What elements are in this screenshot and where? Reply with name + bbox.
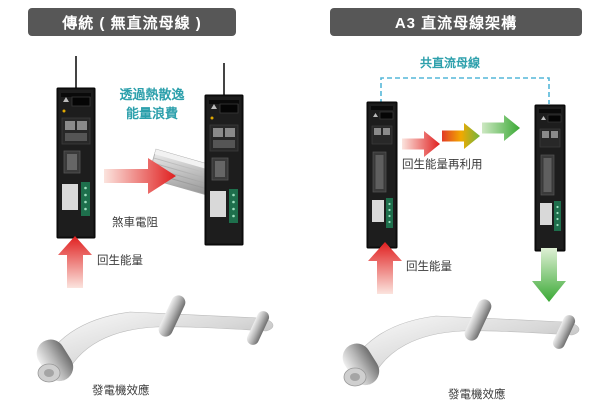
servo-drive-right-a	[366, 101, 398, 249]
panel-traditional: 傳統 ( 無直流母線 )	[0, 0, 300, 403]
brake-resistor-label: 煞車電阻	[112, 217, 158, 229]
generator-effect-label-left: 發電機效應	[92, 385, 150, 397]
heat-dissipation-line1: 透過熱散逸	[119, 87, 185, 102]
regen-energy-label-right: 回生能量	[406, 261, 452, 273]
reuse-arrow-green-icon	[482, 115, 520, 141]
panel-traditional-title: 傳統 ( 無直流母線 )	[28, 8, 236, 36]
shared-dc-bus-dashed-line	[380, 77, 550, 104]
reuse-arrow-gradient-icon	[442, 123, 480, 149]
regen-energy-up-arrow-icon-right	[368, 242, 402, 294]
panel-a3-title: A3 直流母線架構	[330, 8, 582, 36]
reuse-arrow-red-icon	[402, 131, 440, 157]
panel-a3-dc-bus: A3 直流母線架構 共直流母線	[300, 0, 607, 403]
heat-waste-arrow-icon	[104, 158, 176, 194]
servo-drive-right-b	[534, 104, 566, 252]
heat-dissipation-note: 透過熱散逸 能量浪費	[96, 86, 208, 124]
generator-effect-label-right: 發電機效應	[448, 389, 506, 401]
servo-drive-left-a	[56, 56, 96, 239]
regen-energy-up-arrow-icon	[58, 236, 92, 288]
energy-reuse-down-arrow-icon	[532, 248, 566, 302]
generator-conveyor-graphic-left	[36, 295, 274, 383]
generator-conveyor-graphic-right	[342, 299, 580, 387]
regen-reuse-label: 回生能量再利用	[402, 159, 483, 171]
regen-energy-label-left: 回生能量	[97, 255, 143, 267]
shared-dc-bus-label: 共直流母線	[419, 56, 480, 70]
heat-dissipation-line2: 能量浪費	[125, 105, 178, 121]
servo-drive-left-b	[204, 63, 244, 246]
